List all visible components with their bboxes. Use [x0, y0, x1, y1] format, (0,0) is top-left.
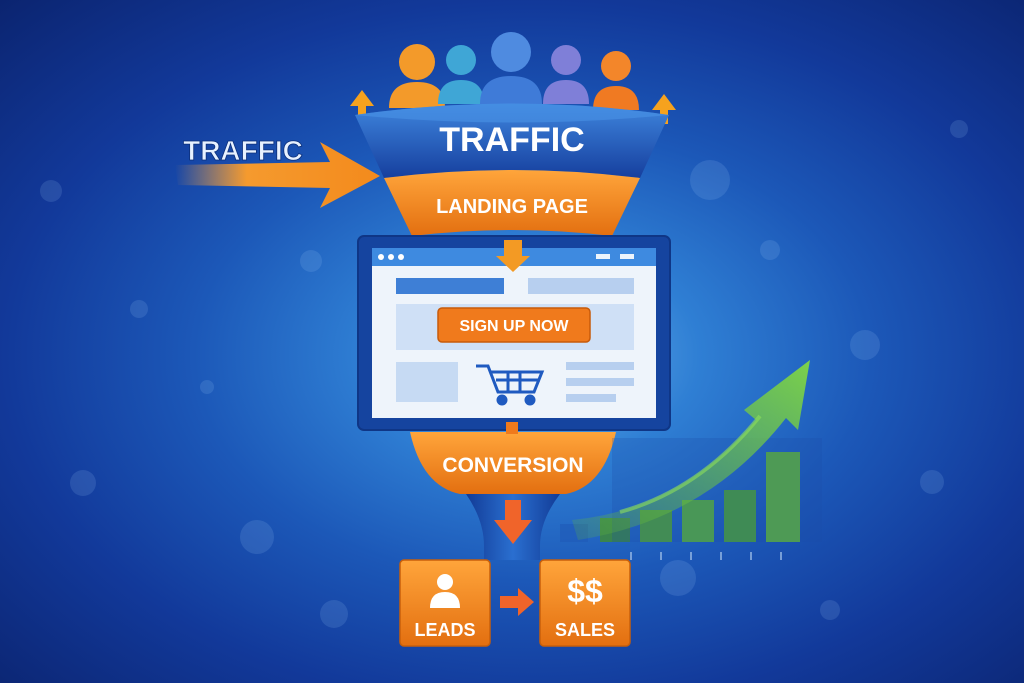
person-figure — [438, 45, 484, 104]
funnel-conversion-band — [410, 432, 616, 494]
sign-up-button[interactable] — [437, 307, 591, 343]
funnel-top-band — [355, 103, 669, 178]
funnel-middle-band — [384, 170, 640, 236]
chart-axis-ticks — [630, 552, 782, 560]
side-traffic-label: TRAFFIC — [183, 135, 303, 166]
funnel-middle-label: LANDING PAGE — [436, 196, 588, 218]
person-figure — [593, 51, 639, 110]
sign-up-button-label: SIGN UP NOW — [459, 318, 569, 335]
right-arrow-icon — [500, 588, 534, 616]
sales-box — [539, 559, 631, 647]
up-arrow-right-icon — [652, 94, 676, 124]
down-arrow-icon — [496, 240, 530, 272]
person-icon — [430, 574, 460, 608]
funnel-conversion-label: CONVERSION — [442, 454, 583, 477]
person-figure — [389, 44, 445, 108]
down-arrow-conversion-icon — [494, 500, 532, 544]
up-arrow-left-icon — [350, 90, 374, 120]
shopping-cart-icon — [476, 364, 545, 406]
traffic-side-arrow — [175, 142, 380, 208]
leads-label: LEADS — [414, 620, 475, 640]
growth-arrow-icon — [572, 360, 810, 540]
person-figure — [480, 32, 542, 104]
bar-chart-icon — [560, 438, 822, 542]
people-group-icon — [389, 32, 639, 110]
sales-symbol: $$ — [567, 573, 603, 609]
funnel-top-label: TRAFFIC — [439, 121, 584, 159]
sales-label: SALES — [555, 620, 615, 640]
person-figure — [543, 45, 589, 104]
